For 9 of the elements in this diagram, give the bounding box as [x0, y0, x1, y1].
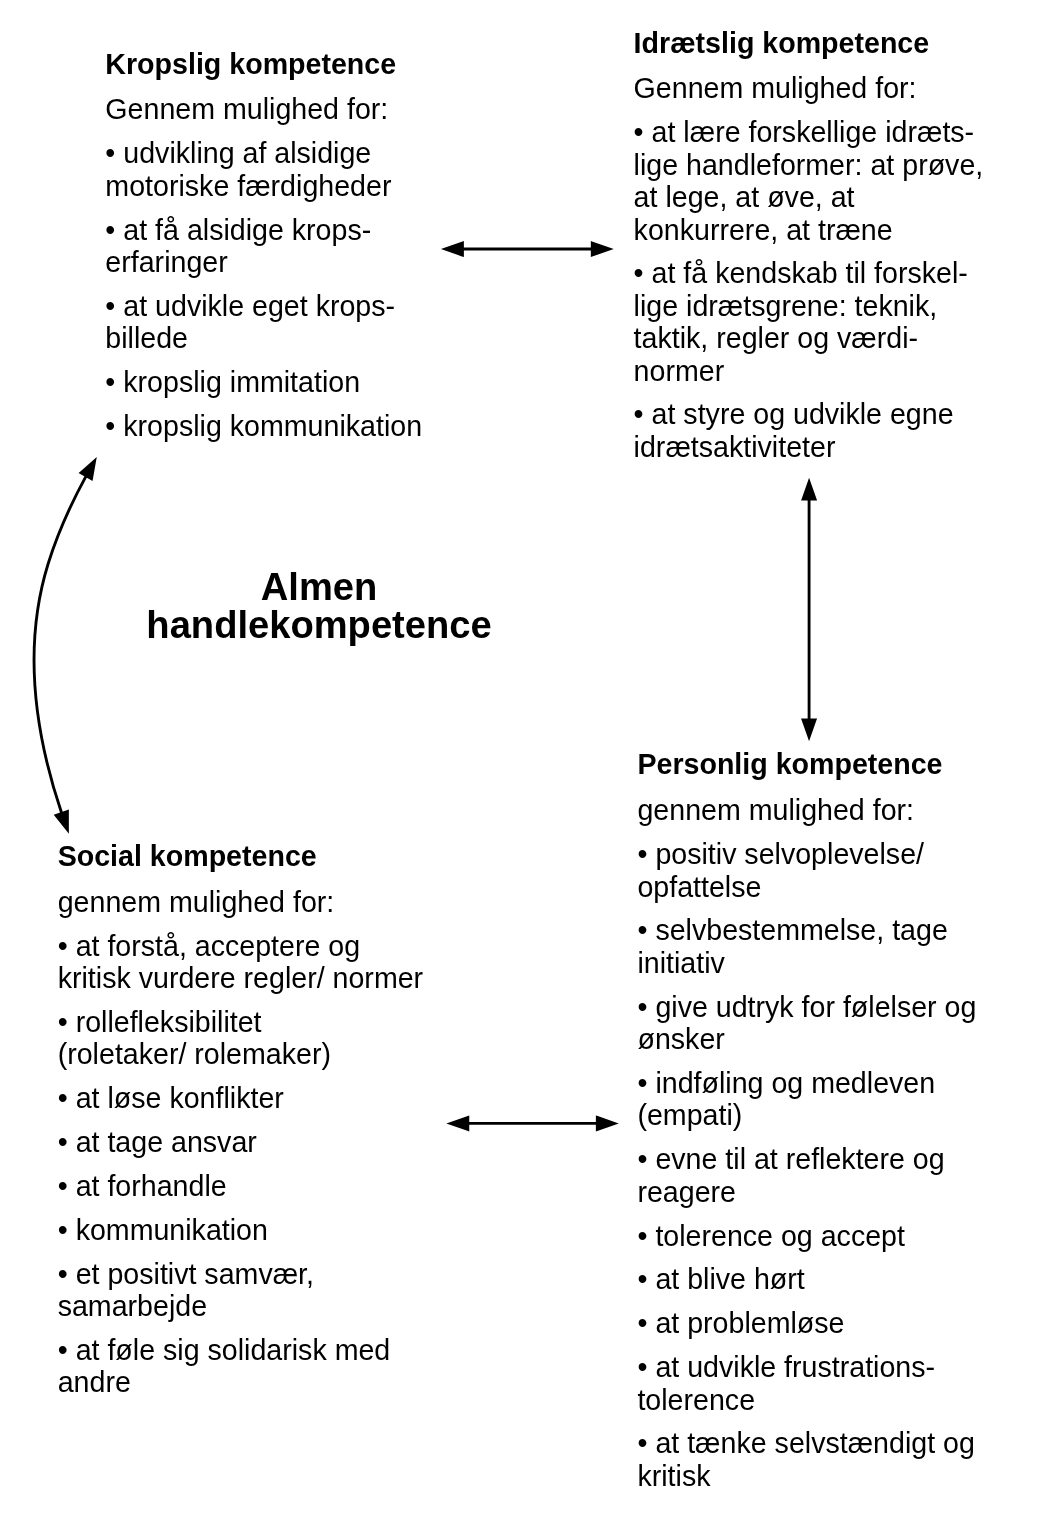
label: Almen handlekompetence — [146, 564, 492, 647]
node-text: Personlig kompetence gennem mulighed for: • positiv selvoplevelse/ opfattelse • selvbestemmelse, tage initiativ • give udtryk for følelser og ønsker • indføling og medleven (empati) • evne til at reflektere og reagere • tolerence og accept • at blive hørt • at problemløse • at udvikle frustrations- tolerence • at tænke selvstændigt og kritisk — [637, 748, 977, 1492]
arrow — [32, 457, 97, 834]
node-text: Kropslig kompetence Gennem mulighed for: • udvikling af alsidige motoriske færdigheder • at få alsidige krops- erfaringer • at udvikle eget krops- billede • kropslig immitation • kropslig kommunikation — [105, 47, 423, 442]
arrow — [801, 477, 818, 742]
node-text: Idrætslig kompetence Gennem mulighed for: • at lære forskellige idræts- lige handleformer: at prøve, at lege, at øve, at konkurrere, at træne • at få kendskab til forskel- lige idrætsgrene: teknik, taktik, regler og værdi- normer • at styre og udvikle egne idrætsaktiviteter — [633, 26, 984, 463]
node-text: Social kompetence gennem mulighed for: • at forstå, acceptere og kritisk vurdere regler/ normer • rollefleksibilitet (roletaker/ rolemaker) • at løse konflikter • at tage ansvar • at forhandle • kommunikation • et positivt samvær, samarbejde • at føle sig solidarisk med andre — [57, 839, 424, 1399]
arrow — [440, 241, 614, 258]
arrow — [446, 1115, 619, 1132]
